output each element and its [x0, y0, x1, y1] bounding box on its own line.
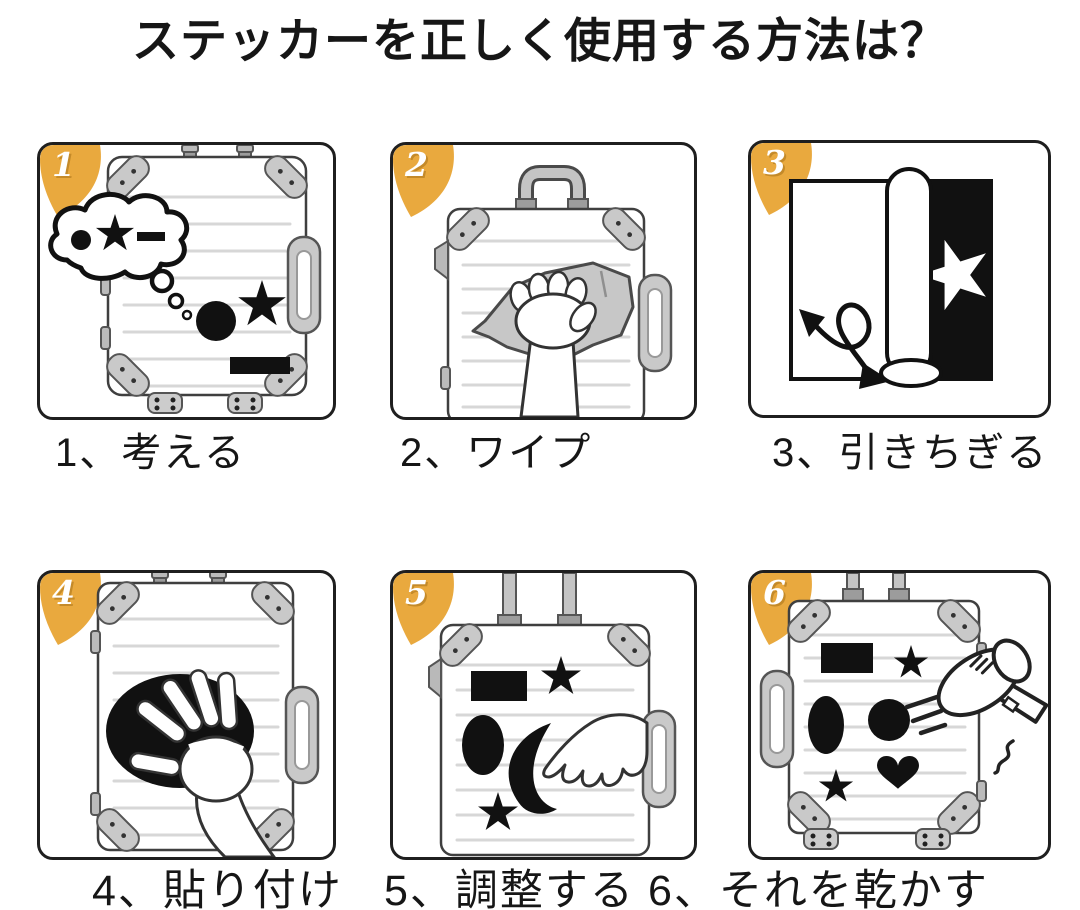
thumb	[569, 301, 597, 333]
rect-sticker-icon	[471, 671, 527, 701]
side-handle-icon	[286, 235, 322, 335]
wheel-icon	[147, 392, 183, 414]
circle-sticker-icon	[71, 230, 91, 250]
hand-smooth-icon	[542, 713, 649, 788]
suitcase-think-illustration	[48, 145, 322, 414]
step-number: 5	[405, 573, 428, 612]
wheel-icon	[915, 828, 951, 850]
step-caption-6: 6、それを乾かす	[648, 867, 989, 910]
wheel-icon	[803, 828, 839, 850]
suitcase-adjust-illustration	[428, 573, 677, 857]
thought-bubble	[149, 268, 175, 294]
trolley-handle-icon	[497, 573, 582, 629]
hand-wipe-icon	[471, 261, 635, 417]
hand-press-icon	[129, 669, 276, 857]
oval-sticker-icon	[462, 715, 504, 775]
thought-cloud-icon	[48, 192, 193, 321]
stickers-on-case	[196, 280, 290, 374]
step-panel-2: 2	[390, 142, 697, 420]
step-number: 4	[52, 573, 75, 612]
step-number: 3	[763, 143, 786, 182]
step-number: 1	[52, 145, 75, 184]
stickers-on-case	[808, 643, 929, 802]
rect-sticker-icon	[821, 643, 873, 673]
suitcase-wipe-illustration	[434, 165, 673, 417]
side-handle-icon	[284, 685, 320, 785]
page-title: ステッカーを正しく使用する方法は？	[132, 14, 948, 67]
side-handle-icon	[759, 669, 795, 769]
thought-bubble	[181, 309, 193, 321]
step-number: 6	[763, 573, 786, 612]
peeled-roll-icon	[879, 167, 943, 388]
swoosh-sticker-icon	[508, 723, 557, 814]
stickers-on-case	[462, 656, 581, 830]
thought-bubble	[167, 292, 185, 310]
dryer-intake	[991, 638, 1032, 684]
step-caption-2: 2、ワイプ	[400, 431, 593, 475]
step-caption-4: 4、貼り付け	[92, 867, 343, 910]
circle-sticker-icon	[196, 301, 236, 341]
forearm	[195, 783, 276, 857]
peel-arrow-icon	[799, 302, 891, 389]
oval-sticker-icon	[808, 696, 844, 754]
trolley-handle-icon	[515, 165, 589, 213]
step-caption-5: 5、調整する	[384, 867, 635, 910]
circle-sticker-icon	[868, 699, 910, 741]
suitcase-dry-illustration	[759, 573, 1048, 850]
suitcase-press-illustration	[90, 573, 320, 857]
air-flow-lines	[904, 694, 948, 736]
step-panel-4: 4	[37, 570, 336, 860]
side-handle-icon	[637, 273, 673, 373]
step-panel-3: 3	[748, 140, 1051, 418]
step-panel-5: 5	[390, 570, 697, 860]
step-panel-6: 6	[748, 570, 1051, 860]
dash-sticker-icon	[230, 357, 290, 374]
step-number: 2	[405, 145, 428, 184]
wheel-icon	[227, 392, 263, 414]
trolley-handle-icon	[842, 573, 910, 602]
step-caption-1: 1、考える	[55, 431, 247, 475]
step-panel-1: 1	[37, 142, 336, 420]
dryer-cord	[993, 739, 1015, 775]
dash-sticker-icon	[137, 232, 165, 241]
sticker-peel-illustration	[789, 167, 993, 389]
step-caption-3: 3、引きちぎる	[772, 431, 1049, 475]
hair-dryer-icon	[904, 638, 1048, 775]
